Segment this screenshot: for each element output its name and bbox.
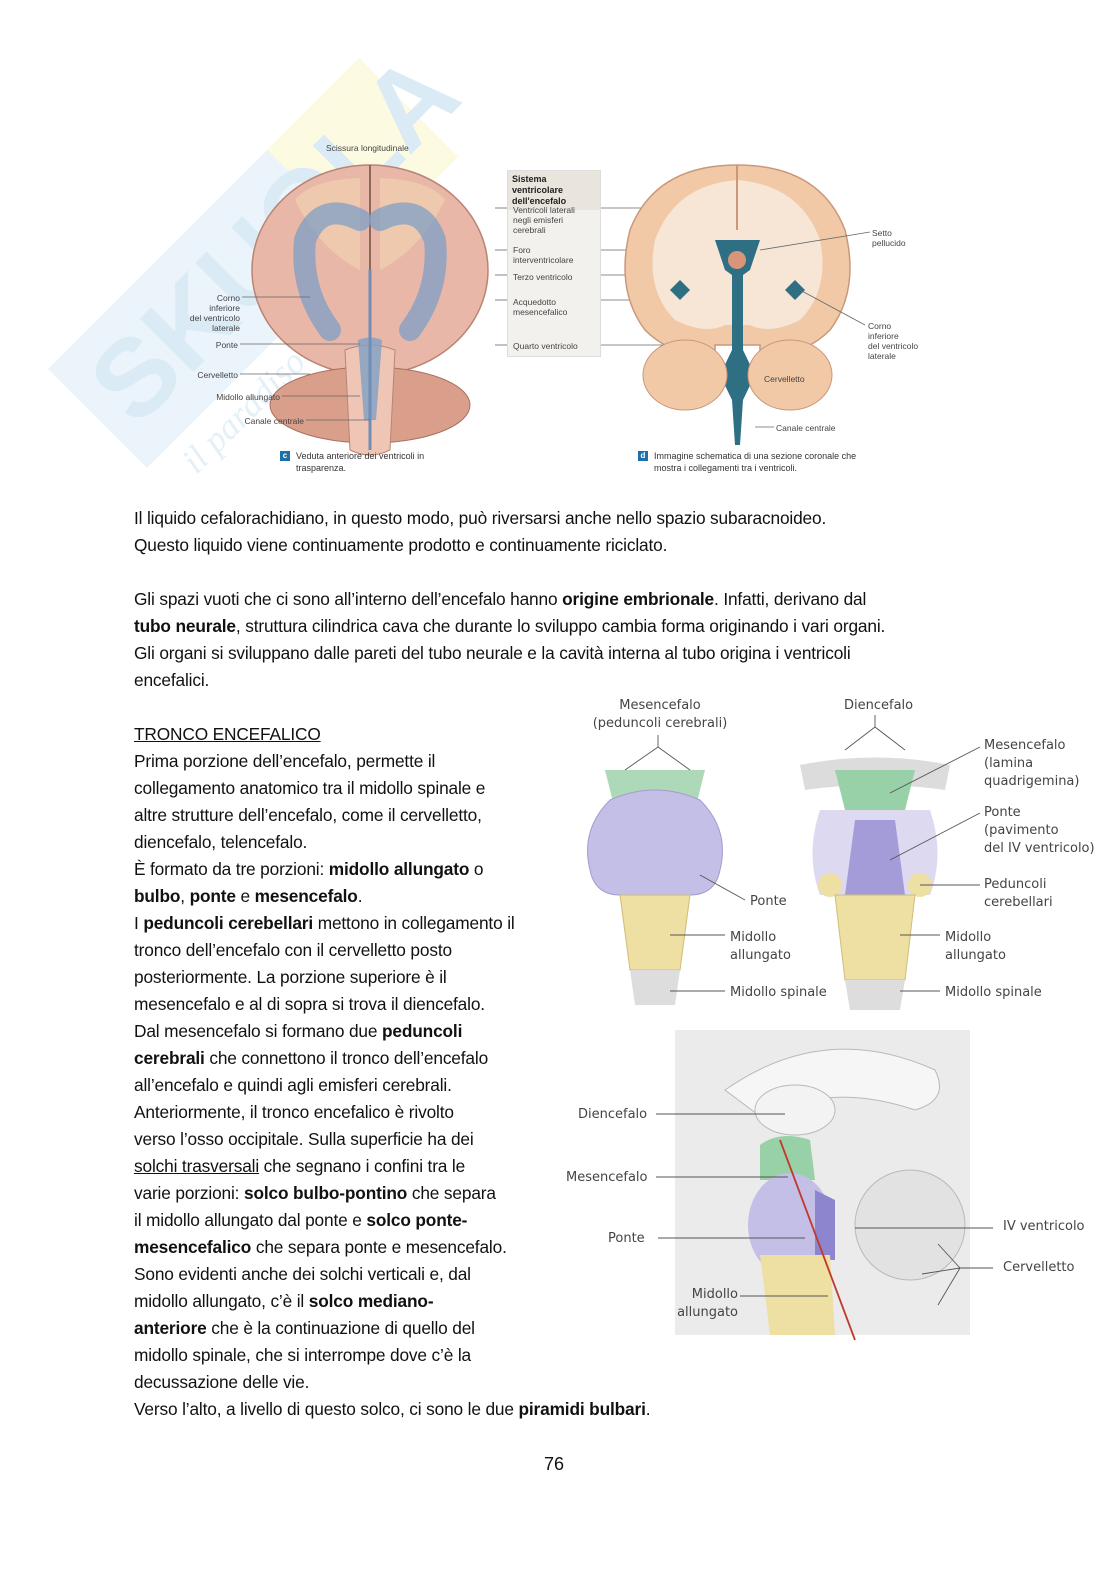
section-line: tronco dell’encefalo con il cervelletto … xyxy=(134,940,452,960)
label-iv-ventricolo: IV ventricolo xyxy=(1003,1219,1085,1234)
coronal-section-illustration xyxy=(624,164,851,445)
sagittal-illustration xyxy=(675,1030,970,1341)
label-corno-left: Corno inferiore del ventricolo laterale xyxy=(189,293,240,333)
section-tronco-encefalico: TRONCO ENCEFALICO Prima porzione dell’en… xyxy=(134,721,734,1423)
sagittal-leader-lines xyxy=(656,1113,993,1306)
label-midollo-sagittal: Midollo allungato xyxy=(677,1287,738,1320)
section-line: È formato da tre porzioni: midollo allun… xyxy=(134,859,484,879)
section-line: midollo spinale, che si interrompe dove … xyxy=(134,1345,471,1365)
label-canale-left: Canale centrale xyxy=(244,416,304,426)
section-line: il midollo allungato dal ponte e solco p… xyxy=(134,1210,468,1230)
label-midollo-anterior: Midollo allungato xyxy=(730,930,791,963)
label-corno-right: Corno inferiore del ventricolo laterale xyxy=(868,321,919,361)
section-line: cerebrali che connettono il tronco dell’… xyxy=(134,1048,489,1068)
section-line: verso l’osso occipitale. Sulla superfici… xyxy=(134,1129,474,1149)
label-cervelletto-sagittal: Cervelletto xyxy=(1003,1260,1075,1275)
legend-item-quarto-ventricolo: Quarto ventricolo xyxy=(513,341,578,351)
label-mesencefalo-lamina: Mesencefalo (lamina quadrigemina) xyxy=(984,738,1080,789)
legend-item-acquedotto: Acquedotto mesencefalico xyxy=(513,297,568,317)
page-number: 76 xyxy=(544,1454,565,1474)
label-cervelletto-right: Cervelletto xyxy=(764,374,805,384)
section-line: all’encefalo e quindi agli emisferi cere… xyxy=(134,1075,452,1095)
label-diencefalo-sagittal: Diencefalo xyxy=(578,1107,648,1122)
label-cervelletto-left: Cervelletto xyxy=(197,370,238,380)
label-midollo-posterior: Midollo allungato xyxy=(945,930,1006,963)
label-spinale-anterior: Midollo spinale xyxy=(730,985,827,1000)
label-ponte-anterior: Ponte xyxy=(750,894,787,909)
legend-item-ventricoli-laterali: Ventricoli laterali negli emisferi cereb… xyxy=(513,205,575,235)
section-heading: TRONCO ENCEFALICO xyxy=(134,724,321,744)
section-line: Prima porzione dell’encefalo, permette i… xyxy=(134,751,436,771)
legend-title: Sistema ventricolare dell'encefalo xyxy=(508,171,600,210)
section-line: anteriore che è la continuazione di quel… xyxy=(134,1318,475,1338)
label-spinale-posterior: Midollo spinale xyxy=(945,985,1042,1000)
paragraph-origine: Gli spazi vuoti che ci sono all’interno … xyxy=(134,589,886,690)
figure-ventricular-system: Scissura longitudinale Corno inferiore d… xyxy=(180,140,940,480)
section-line: altre strutture dell’encefalo, come il c… xyxy=(134,805,482,825)
section-line: diencefalo, telencefalo. xyxy=(134,832,308,852)
label-setto: Setto pellucido xyxy=(872,228,906,248)
figure-sagittal-section: Diencefalo Mesencefalo Ponte Midollo all… xyxy=(560,1030,1100,1350)
label-canale-right: Canale centrale xyxy=(776,423,836,433)
section-line: bulbo, ponte e mesencefalo. xyxy=(134,886,363,906)
label-diencefalo-posterior: Diencefalo xyxy=(844,698,914,713)
paragraph-liquido: Il liquido cefalorachidiano, in questo m… xyxy=(134,508,827,555)
legend-item-foro: Foro interventricolare xyxy=(513,245,574,265)
brainstem-anterior-illustration xyxy=(587,770,723,1005)
leader-lines-right xyxy=(755,231,871,428)
figure-brainstem-views: Mesencefalo (peduncoli cerebrali) Ponte … xyxy=(570,695,1100,1015)
section-line: varie porzioni: solco bulbo-pontino che … xyxy=(134,1183,496,1203)
label-mesencefalo-peduncoli: Mesencefalo (peduncoli cerebrali) xyxy=(592,698,728,731)
legend-item-terzo-ventricolo: Terzo ventricolo xyxy=(513,272,573,282)
label-scissura: Scissura longitudinale xyxy=(326,143,409,153)
label-ponte-sagittal: Ponte xyxy=(608,1231,645,1246)
section-body: Prima porzione dell’encefalo, permette i… xyxy=(134,748,734,1423)
label-peduncoli-cerebellari: Peduncoli cerebellari xyxy=(984,877,1053,910)
caption-badge-c: c xyxy=(280,451,290,461)
label-ponte-left: Ponte xyxy=(215,340,238,350)
label-mesencefalo-sagittal: Mesencefalo xyxy=(566,1170,648,1185)
section-line: Anteriormente, il tronco encefalico è ri… xyxy=(134,1102,454,1122)
ventricular-system-legend: Sistema ventricolare dell'encefalo Ventr… xyxy=(507,170,601,357)
section-line: mesencefalo e al di sopra si trova il di… xyxy=(134,994,485,1014)
section-line: Dal mesencefalo si formano due peduncoli xyxy=(134,1021,463,1041)
section-line: decussazione delle vie. xyxy=(134,1372,310,1392)
brainstem-posterior-illustration xyxy=(800,757,950,1010)
caption-badge-d: d xyxy=(638,451,648,461)
section-line: Verso l’alto, a livello di questo solco,… xyxy=(134,1399,651,1419)
label-midollo-left: Midollo allungato xyxy=(216,392,280,402)
section-line: collegamento anatomico tra il midollo sp… xyxy=(134,778,486,798)
section-line: solchi trasversali che segnano i confini… xyxy=(134,1156,466,1176)
section-line: I peduncoli cerebellari mettono in colle… xyxy=(134,913,515,933)
section-line: midollo allungato, c’è il solco mediano- xyxy=(134,1291,434,1311)
anterior-brain-illustration xyxy=(251,164,489,456)
label-ponte-pavimento: Ponte (pavimento del IV ventricolo) xyxy=(984,805,1095,856)
section-line: mesencefalico che separa ponte e mesence… xyxy=(134,1237,507,1257)
brainstem-leader-lines xyxy=(624,715,981,992)
section-line: Sono evidenti anche dei solchi verticali… xyxy=(134,1264,471,1284)
section-line: posteriormente. La porzione superiore è … xyxy=(134,967,447,987)
